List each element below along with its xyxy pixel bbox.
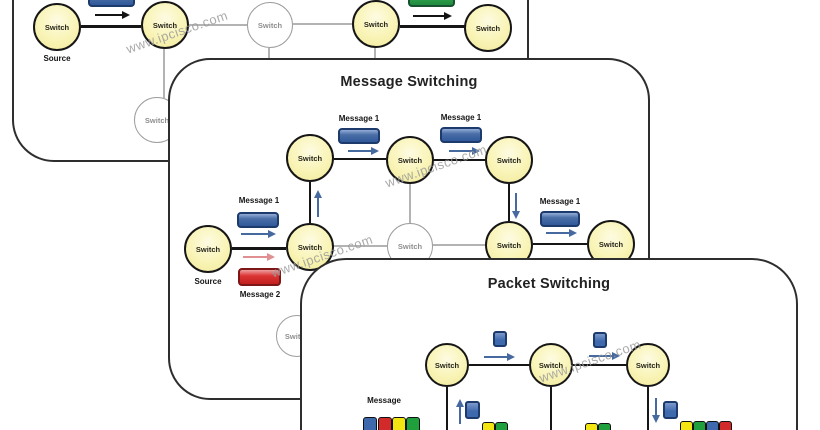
packet-switching-panel-frame xyxy=(300,258,798,430)
